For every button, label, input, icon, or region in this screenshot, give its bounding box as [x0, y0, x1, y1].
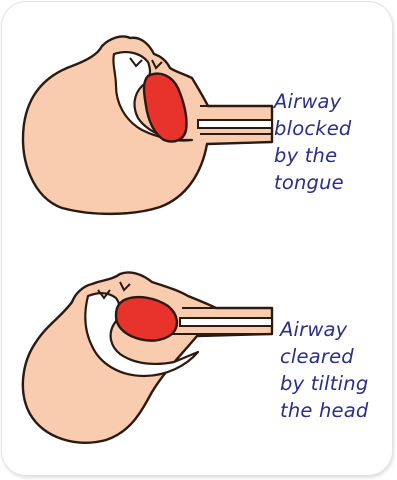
caption-line: Airway — [280, 316, 368, 343]
cleared-caption: Airway cleared by tilting the head — [280, 316, 368, 424]
caption-line: by the — [274, 142, 352, 169]
caption-line: tongue — [274, 169, 352, 196]
caption-line: cleared — [280, 343, 368, 370]
caption-line: the head — [280, 397, 368, 424]
illustration-card: Airway blocked by the tongue Airway clea… — [2, 2, 392, 475]
caption-line: Airway — [274, 88, 352, 115]
blocked-airway-panel: Airway blocked by the tongue — [2, 2, 392, 237]
caption-line: by tilting — [280, 370, 368, 397]
cleared-airway-panel: Airway cleared by tilting the head — [2, 242, 392, 475]
caption-line: blocked — [274, 115, 352, 142]
blocked-caption: Airway blocked by the tongue — [274, 88, 352, 196]
